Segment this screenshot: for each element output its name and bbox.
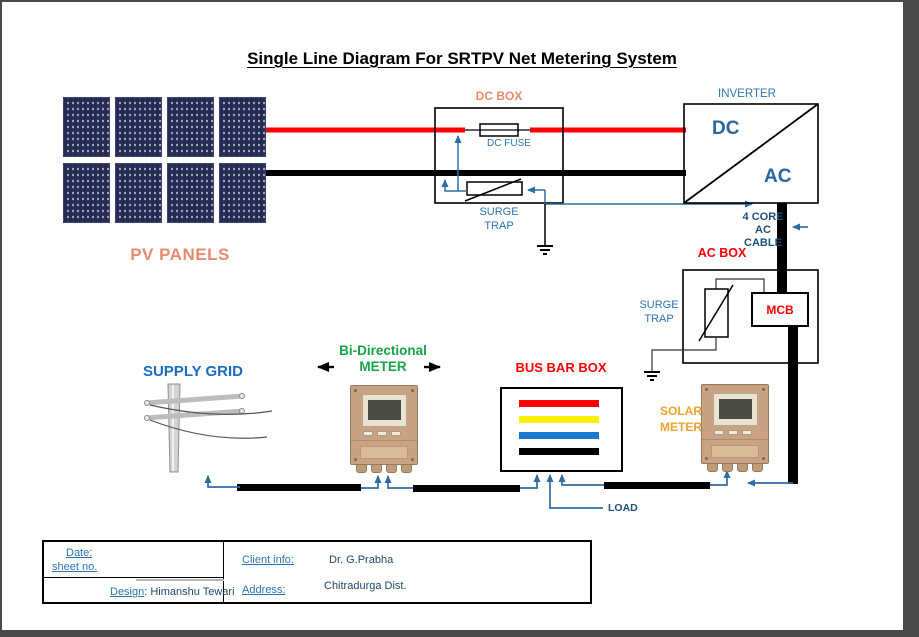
meter-display bbox=[713, 393, 758, 426]
pv-panels-label: PV PANELS bbox=[130, 245, 230, 264]
bus-bar-box bbox=[500, 387, 623, 472]
design-label: Design bbox=[110, 586, 145, 598]
title-block-rule bbox=[44, 577, 224, 578]
title-block: Date: sheet no. Design: Himanshu Tewari … bbox=[42, 540, 592, 604]
ac-box-label: AC BOX bbox=[697, 246, 747, 260]
mcb-box: MCB bbox=[751, 292, 809, 327]
pv-panel bbox=[63, 163, 110, 223]
meter-label-strip bbox=[360, 446, 408, 459]
date-label: Date: bbox=[66, 547, 93, 559]
client-info-label: Client info: bbox=[242, 554, 294, 566]
page-title: Single Line Diagram For SRTPV Net Meteri… bbox=[247, 49, 677, 68]
bus-bar-yellow bbox=[519, 416, 599, 423]
ac-surge-trap-label: SURGE TRAP bbox=[639, 299, 679, 325]
pv-panel bbox=[115, 163, 162, 223]
bidirectional-meter-label: Bi-Directional METER bbox=[339, 343, 427, 375]
design-value: : Himanshu Tewari bbox=[144, 586, 235, 598]
supply-grid-label: SUPPLY GRID bbox=[142, 363, 244, 380]
pv-panel bbox=[115, 97, 162, 157]
title-block-rule-shadow bbox=[136, 579, 224, 581]
bidirectional-meter-device bbox=[350, 385, 418, 473]
inverter-dc-label: DC bbox=[712, 118, 740, 139]
pv-panel bbox=[167, 163, 214, 223]
meter-buttons bbox=[363, 431, 401, 436]
pv-panel bbox=[219, 163, 266, 223]
meter-display bbox=[362, 394, 407, 427]
inverter-ac-label: AC bbox=[764, 166, 792, 187]
title-block-divider bbox=[223, 542, 224, 602]
ac-cable-label: 4 CORE AC CABLE bbox=[742, 211, 784, 249]
mcb-label: MCB bbox=[766, 302, 794, 317]
pv-panel bbox=[219, 97, 266, 157]
bus-bar-blue bbox=[519, 432, 599, 439]
dc-fuse-label: DC FUSE bbox=[487, 138, 531, 149]
solar-meter-label: SOLAR METER bbox=[660, 404, 702, 434]
load-label: LOAD bbox=[608, 502, 638, 514]
bus-bar-black bbox=[519, 448, 599, 455]
bus-bar-box-label: BUS BAR BOX bbox=[515, 360, 607, 375]
dc-box-label: DC BOX bbox=[475, 89, 523, 103]
address-label: Address: bbox=[242, 584, 286, 596]
dc-surge-trap-label: SURGE TRAP bbox=[479, 206, 519, 232]
client-info-value: Dr. G.Prabha bbox=[329, 554, 394, 566]
bus-bar-red bbox=[519, 400, 599, 407]
solar-meter-device bbox=[701, 384, 769, 472]
pv-panel bbox=[63, 97, 110, 157]
meter-buttons bbox=[714, 430, 752, 435]
inverter-label: INVERTER bbox=[718, 88, 776, 100]
sheet-label: sheet no. bbox=[52, 561, 98, 573]
address-value: Chitradurga Dist. bbox=[324, 580, 407, 592]
pv-panel bbox=[167, 97, 214, 157]
meter-label-strip bbox=[711, 445, 759, 458]
